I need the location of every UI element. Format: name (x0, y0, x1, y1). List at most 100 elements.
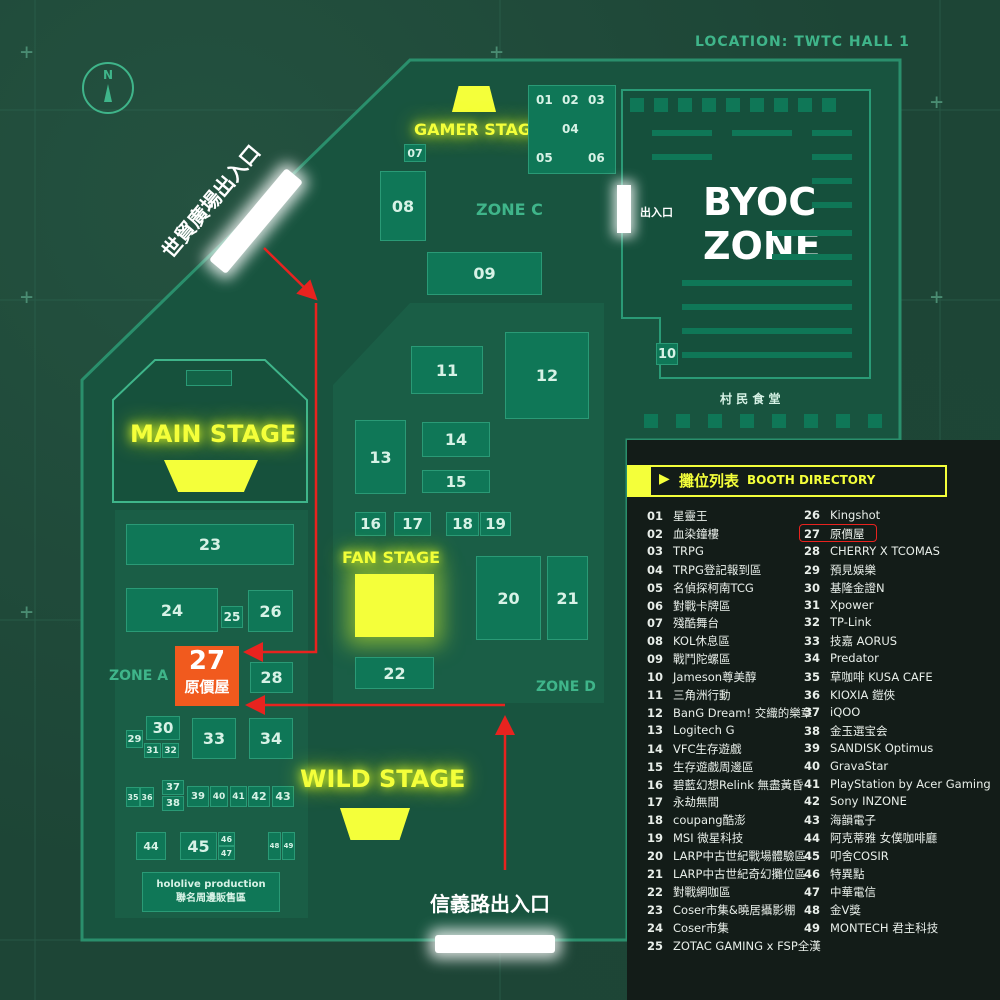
booth-48[interactable]: 48 (268, 832, 281, 860)
booth-15[interactable]: 15 (422, 470, 490, 493)
booth-09[interactable]: 09 (427, 252, 542, 295)
booth-40[interactable]: 40 (210, 786, 228, 807)
booth-02[interactable]: 02 (562, 93, 579, 107)
zone-d-label: ZONE D (536, 679, 596, 695)
booth-10[interactable]: 10 (656, 343, 678, 365)
booth-36[interactable]: 36 (140, 787, 154, 807)
booth-27-highlight[interactable]: 27 原價屋 (175, 646, 239, 706)
directory-row-name: 中華電信 (830, 884, 876, 899)
zone-c-label: ZONE C (476, 200, 543, 219)
directory-row-name: 金玉選宝会 (830, 723, 888, 738)
booth-29[interactable]: 29 (126, 730, 143, 748)
booth-26[interactable]: 26 (248, 590, 293, 632)
directory-row-name: TRPG (673, 543, 704, 558)
booth-07[interactable]: 07 (404, 144, 426, 162)
booth-34[interactable]: 34 (249, 718, 293, 759)
booth-30[interactable]: 30 (146, 716, 180, 740)
booth-42[interactable]: 42 (248, 786, 270, 807)
booth-14[interactable]: 14 (422, 422, 490, 457)
directory-row-number: 12 (647, 705, 664, 720)
booth-47[interactable]: 47 (218, 846, 235, 860)
booth-21[interactable]: 21 (547, 556, 588, 640)
booth-39[interactable]: 39 (187, 786, 209, 807)
booth-28[interactable]: 28 (250, 662, 293, 693)
directory-row-number: 27 (804, 526, 821, 541)
directory-row-number: 19 (647, 831, 664, 846)
booth-49[interactable]: 49 (282, 832, 295, 860)
booth-25[interactable]: 25 (221, 606, 243, 628)
booth-03[interactable]: 03 (588, 93, 605, 107)
directory-row-name: 原價屋 (830, 526, 865, 541)
xinyi-entrance-label: 信義路出入口 (430, 892, 550, 916)
booth-01[interactable]: 01 (536, 93, 553, 107)
booth-12[interactable]: 12 (505, 332, 589, 419)
directory-row-number: 28 (804, 543, 821, 558)
directory-row-name: 草咖啡 KUSA CAFE (830, 670, 933, 685)
grid-plus-icon: + (930, 285, 944, 310)
booth-31[interactable]: 31 (144, 743, 161, 758)
booth-17[interactable]: 17 (394, 512, 431, 536)
compass-needle-icon (104, 84, 112, 102)
grid-plus-icon: + (20, 600, 34, 625)
directory-row-number: 21 (647, 867, 664, 881)
booth-13[interactable]: 13 (355, 420, 406, 494)
directory-row-name: 對戰卡牌區 (673, 598, 731, 613)
directory-row-name: 海韻電子 (830, 813, 876, 828)
booth-22[interactable]: 22 (355, 657, 434, 689)
booth-16[interactable]: 16 (355, 512, 386, 536)
booth-33[interactable]: 33 (192, 718, 236, 759)
byoc-entrance-marker (617, 185, 631, 233)
directory-row-name: 技嘉 AORUS (830, 634, 898, 649)
directory-row-number: 31 (804, 597, 821, 612)
directory-row-number: 37 (804, 704, 821, 719)
directory-row-name: 永劫無間 (673, 795, 719, 810)
booth-45[interactable]: 45 (180, 832, 217, 860)
directory-row-name: BanG Dream! 交織的樂章 (673, 705, 813, 720)
triangle-icon: ▶ (659, 471, 670, 487)
booth-18[interactable]: 18 (446, 512, 479, 536)
byoc-zone-title: BYOC ZONE (703, 180, 821, 268)
booth-35[interactable]: 35 (126, 787, 140, 807)
directory-row-number: 40 (804, 758, 821, 773)
booth-05[interactable]: 05 (536, 151, 553, 165)
booth-46[interactable]: 46 (218, 832, 235, 846)
booth-43[interactable]: 43 (272, 786, 294, 807)
booth-38[interactable]: 38 (162, 796, 184, 811)
directory-row-number: 15 (647, 759, 664, 774)
directory-row-name: Coser市集 (673, 920, 729, 935)
booth-20[interactable]: 20 (476, 556, 541, 640)
booth-23[interactable]: 23 (126, 524, 294, 565)
booth-11[interactable]: 11 (411, 346, 483, 394)
wild-stage-label: WILD STAGE (300, 765, 466, 793)
directory-row-name: LARP中古世紀奇幻攤位區 (673, 867, 806, 881)
booth-08[interactable]: 08 (380, 171, 426, 241)
booth-44[interactable]: 44 (136, 832, 166, 860)
directory-row-number: 29 (804, 562, 821, 577)
directory-title-en: BOOTH DIRECTORY (747, 473, 876, 487)
booth-04[interactable]: 04 (562, 122, 579, 136)
hololive-booth[interactable]: hololive production 聯名周邊販售區 (142, 872, 280, 912)
booth-19[interactable]: 19 (480, 512, 511, 536)
directory-row-number: 41 (804, 776, 821, 791)
directory-row-name: MONTECH 君主科技 (830, 920, 939, 935)
directory-row-number: 32 (804, 615, 821, 630)
booth-32[interactable]: 32 (162, 743, 179, 758)
directory-row-number: 13 (647, 722, 664, 737)
directory-row-number: 05 (647, 580, 664, 595)
booth-24[interactable]: 24 (126, 588, 218, 632)
booth-41[interactable]: 41 (230, 786, 247, 807)
booth-37[interactable]: 37 (162, 780, 184, 795)
booth-06[interactable]: 06 (588, 151, 605, 165)
directory-row-number: 38 (804, 723, 821, 738)
